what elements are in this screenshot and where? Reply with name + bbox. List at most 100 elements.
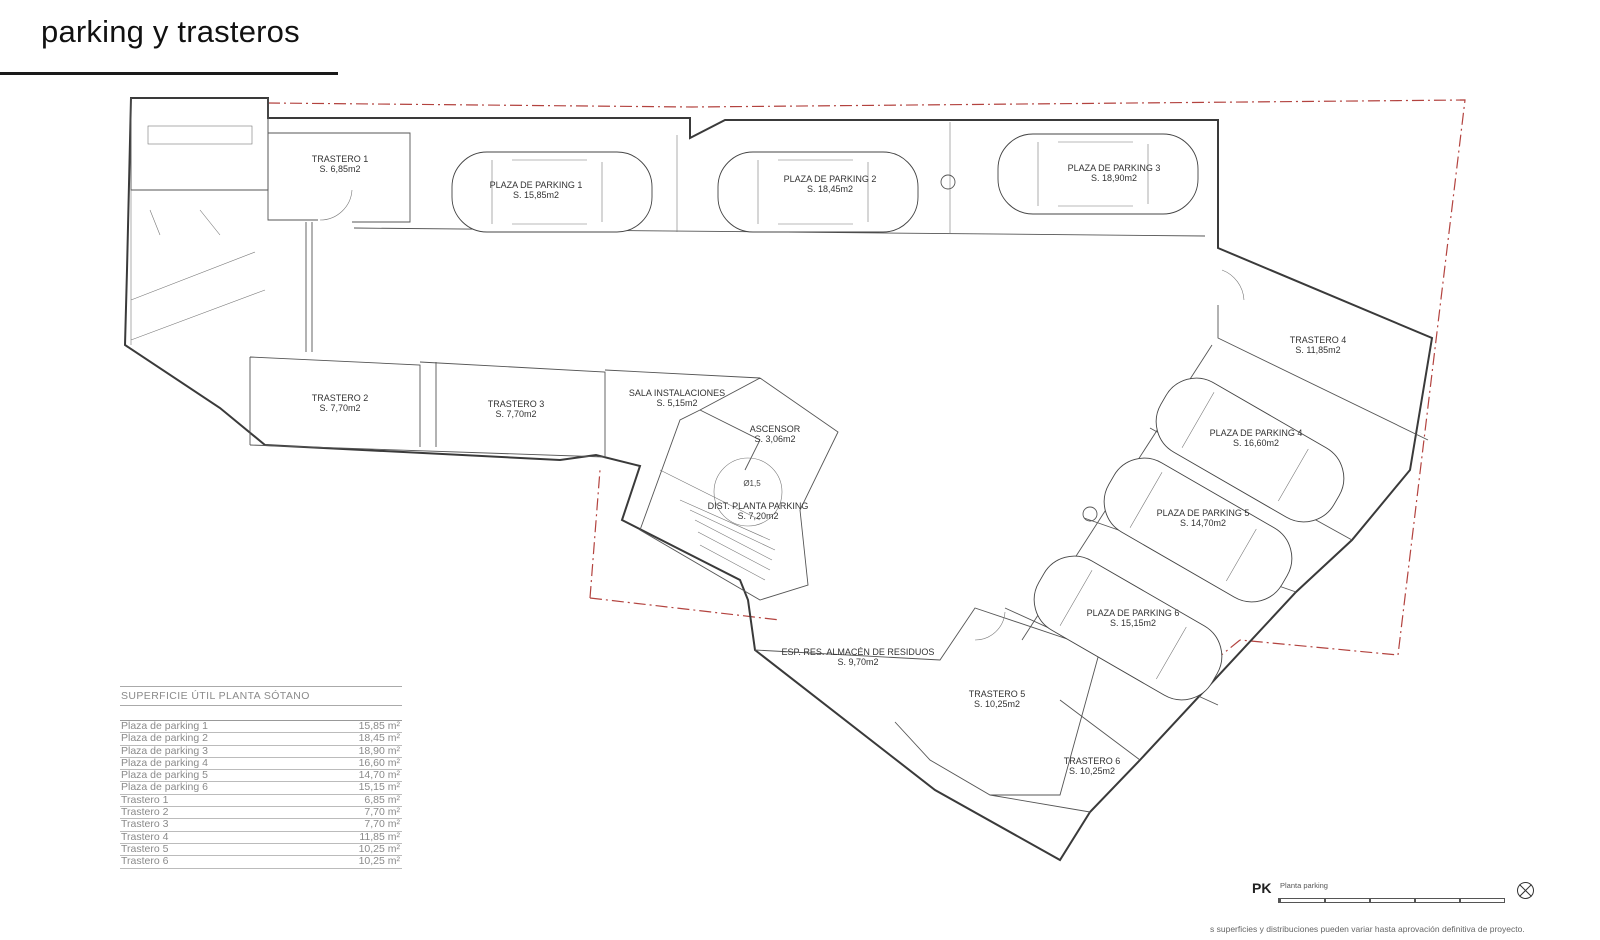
trastero-5-name: TRASTERO 5: [969, 689, 1026, 699]
scale-bar: [1278, 898, 1505, 903]
row-value: 15,15 m²: [358, 781, 400, 794]
row-label: Plaza de parking 5: [121, 769, 208, 782]
table-row: Trastero 1 6,85 m²: [120, 793, 402, 808]
trastero-2-area: S. 7,70m2: [319, 403, 360, 413]
car-icon: [997, 133, 1199, 215]
parking-1-name: PLAZA DE PARKING 1: [490, 180, 583, 190]
dist-area: S. 7,20m2: [737, 511, 778, 521]
ascensor-name: ASCENSOR: [750, 424, 801, 434]
parking-1-area: S. 15,85m2: [513, 190, 559, 200]
parking-4-name: PLAZA DE PARKING 4: [1210, 428, 1303, 438]
row-value: 11,85 m²: [359, 830, 400, 843]
disclaimer-note: s superficies y distribuciones pueden va…: [1210, 924, 1525, 934]
car-icon: [717, 151, 919, 233]
row-value: 14,70 m²: [358, 769, 400, 782]
column-marker: [940, 174, 956, 190]
row-label: Plaza de parking 2: [121, 732, 208, 745]
row-label: Plaza de parking 6: [121, 781, 208, 794]
car-icon: [1103, 457, 1293, 603]
lift-shaft: [699, 409, 761, 471]
plan-name: Planta parking: [1280, 881, 1328, 890]
area-table: SUPERFICIE ÚTIL PLANTA SÓTANO Plaza de p…: [120, 686, 402, 869]
lower-storage: [754, 607, 1101, 796]
row-label: Trastero 6: [121, 855, 169, 868]
trastero-5-area: S. 10,25m2: [974, 699, 1020, 709]
trastero-6-area: S. 10,25m2: [1069, 766, 1115, 776]
row-label: Trastero 1: [121, 793, 169, 806]
trastero-1-name: TRASTERO 1: [312, 154, 369, 164]
row-value: 7,70 m²: [364, 818, 400, 831]
row-value: 10,25 m²: [358, 842, 400, 855]
area-table-heading: SUPERFICIE ÚTIL PLANTA SÓTANO: [120, 686, 402, 706]
door-swing: [319, 189, 353, 221]
row-label: Plaza de parking 3: [121, 744, 208, 757]
table-row: Plaza de parking 6 15,15 m²: [120, 781, 402, 795]
row-label: Plaza de parking 4: [121, 756, 208, 769]
north-arrow-icon: [1517, 882, 1534, 899]
trastero-4-name: TRASTERO 4: [1290, 335, 1347, 345]
trastero-6-name: TRASTERO 6: [1064, 756, 1121, 766]
car-icon: [1155, 377, 1345, 523]
car-icon: [451, 151, 653, 233]
door-swing-t4: [1221, 269, 1245, 301]
car-icon: [1033, 555, 1223, 701]
parking-2-area: S. 18,45m2: [807, 184, 853, 194]
row-label: Trastero 4: [121, 830, 169, 843]
row-value: 10,25 m²: [358, 855, 400, 868]
row-value: 15,85 m²: [358, 720, 400, 732]
ramp-lines: [130, 190, 266, 345]
turning-circle: [713, 457, 783, 527]
table-row: Plaza de parking 5 14,70 m²: [120, 769, 402, 783]
table-row: Plaza de parking 1 15,85 m²: [120, 720, 402, 734]
gate-track: [305, 222, 313, 352]
storage-row: [249, 356, 761, 457]
building-outline: [123, 97, 1434, 862]
residuos-name: ESP. RES. ALMACÉN DE RESIDUOS: [782, 647, 935, 657]
door-swing-t5: [974, 611, 1006, 641]
row-label: Trastero 5: [121, 842, 169, 855]
row-value: 7,70 m²: [364, 806, 400, 819]
parking-6-area: S. 15,15m2: [1110, 618, 1156, 628]
core: [639, 377, 839, 601]
parking-3-area: S. 18,90m2: [1091, 173, 1137, 183]
table-row: Trastero 6 10,25 m²: [120, 855, 402, 869]
sala-name: SALA INSTALACIONES: [629, 388, 725, 398]
parking-5-area: S. 14,70m2: [1180, 518, 1226, 528]
sala-area: S. 5,15m2: [656, 398, 697, 408]
row-value: 16,60 m²: [358, 756, 400, 769]
plan-code: PK: [1252, 880, 1272, 896]
table-row: Trastero 2 7,70 m²: [120, 806, 402, 820]
residuos-area: S. 9,70m2: [837, 657, 878, 667]
trastero-4-wall: [1217, 305, 1429, 441]
row-label: Plaza de parking 1: [121, 720, 208, 732]
parking-3-name: PLAZA DE PARKING 3: [1068, 163, 1161, 173]
stairs: [659, 469, 776, 581]
trastero-1-wall: [267, 118, 318, 221]
row-label: Trastero 3: [121, 818, 169, 831]
trastero-2-name: TRASTERO 2: [312, 393, 369, 403]
row-label: Trastero 2: [121, 806, 169, 819]
storage-row-bottom: [249, 444, 606, 458]
table-row: Trastero 3 7,70 m²: [120, 818, 402, 832]
ascensor-area: S. 3,06m2: [754, 434, 795, 444]
trastero-3-area: S. 7,70m2: [495, 409, 536, 419]
table-row: Plaza de parking 2 18,45 m²: [120, 732, 402, 746]
table-row: Trastero 4 11,85 m²: [120, 830, 402, 844]
turning-circle-label: Ø1,5: [743, 479, 761, 488]
trastero-3-name: TRASTERO 3: [488, 399, 545, 409]
column-marker-2: [1082, 506, 1098, 522]
dist-name: DIST. PLANTA PARKING: [708, 501, 809, 511]
parking-4-area: S. 16,60m2: [1233, 438, 1279, 448]
parking-5-name: PLAZA DE PARKING 5: [1157, 508, 1250, 518]
trastero-6-walls: [989, 699, 1141, 813]
row-value: 18,45 m²: [358, 732, 400, 745]
table-row: Trastero 5 10,25 m²: [120, 842, 402, 857]
row-value: 6,85 m²: [364, 793, 400, 806]
trastero-4-area: S. 11,85m2: [1295, 345, 1340, 355]
trastero-1-area: S. 6,85m2: [319, 164, 360, 174]
page-title: parking y trasteros: [41, 14, 300, 49]
trastero-1-box: [268, 132, 411, 223]
